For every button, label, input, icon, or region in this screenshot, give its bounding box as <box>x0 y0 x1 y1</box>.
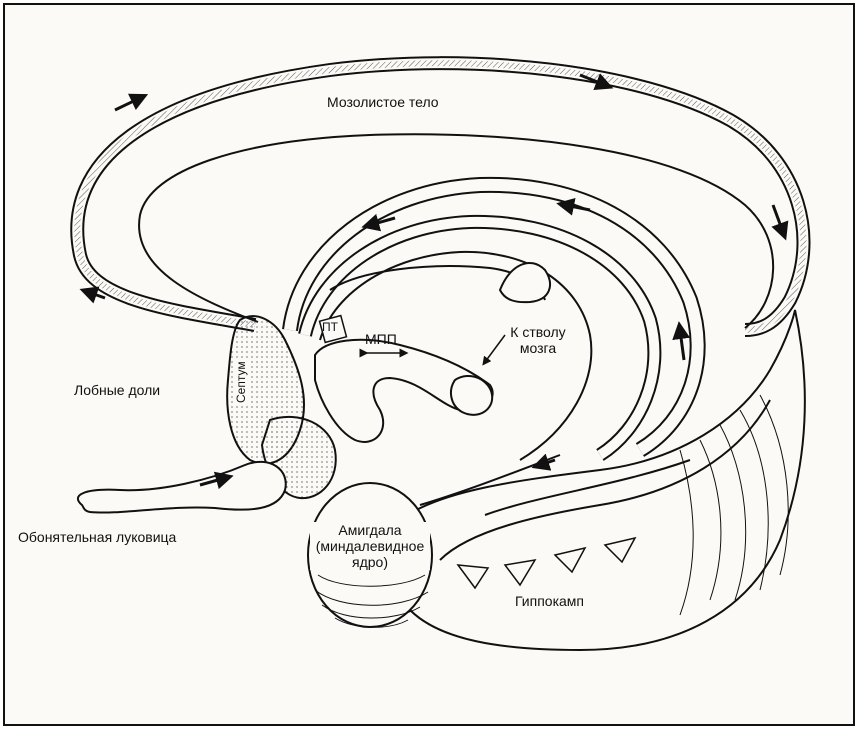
frontal-lobes-label: Лобные доли <box>74 382 161 398</box>
hippocampus-body <box>390 309 806 652</box>
hypothalamus-box <box>318 314 348 344</box>
corpus-callosum <box>70 56 811 337</box>
hypothalamus-abbr-label: ПТ <box>322 320 338 334</box>
to-brainstem-line2: мозга <box>519 340 557 356</box>
corpus-callosum-label: Мозолистое тело <box>327 94 439 110</box>
to-brainstem-label: К стволу мозга <box>498 324 578 356</box>
septum-label: Септум <box>234 359 248 405</box>
hippocampal-arrowheads <box>456 536 637 590</box>
olfactory-bulb-label: Обонятельная луковица <box>18 529 177 545</box>
hippocampus-label: Гиппокамп <box>515 593 584 609</box>
hippocampus-striations <box>679 394 789 616</box>
amygdala-label: Амигдала (миндалевидное ядро) <box>310 522 430 570</box>
amygdala-label-line3: ядро) <box>352 554 388 570</box>
hypothalamus-region <box>314 261 551 443</box>
amygdala-label-line1: Амигдала <box>338 522 402 538</box>
fornix-bands <box>282 176 706 461</box>
mfb-label: МПП <box>365 331 397 347</box>
olfactory-bulb <box>76 460 287 514</box>
brainstem-leader <box>482 334 506 366</box>
cingulate-contour <box>138 133 775 329</box>
to-brainstem-line1: К стволу <box>510 324 566 340</box>
amygdala-label-line2: (миндалевидное <box>315 538 425 554</box>
flow-arrows <box>79 73 789 490</box>
